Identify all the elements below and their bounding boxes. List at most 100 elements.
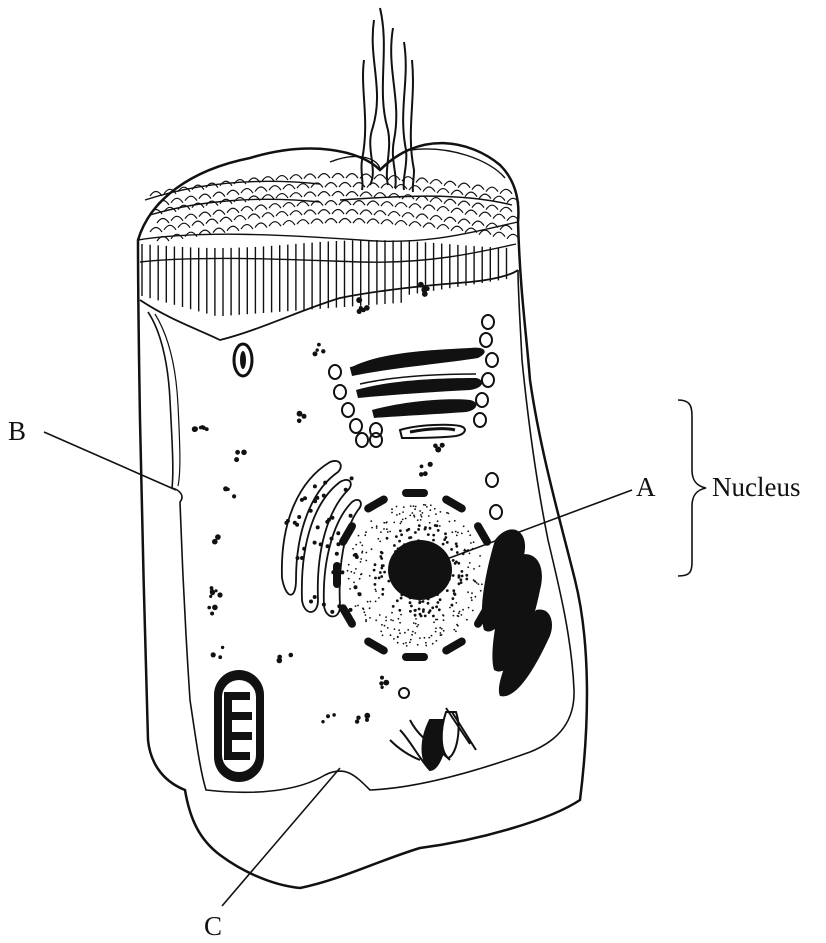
chromatin-dot: [456, 535, 458, 537]
villus-tip: [171, 198, 183, 203]
chromatin-dot: [416, 626, 418, 628]
villus-tip: [150, 228, 162, 233]
villus-tip: [367, 201, 379, 206]
villus-tip: [157, 219, 169, 224]
chromatin-dot: [460, 578, 463, 581]
leader-line-b: [44, 432, 176, 490]
villus-tip: [437, 189, 449, 194]
rer-ribosome: [336, 531, 340, 535]
villus-tip: [255, 205, 267, 210]
chromatin-dot: [455, 630, 457, 632]
chromatin-dot: [455, 602, 457, 604]
chromatin-dot: [427, 533, 430, 536]
chromatin-dot: [387, 580, 390, 583]
envelope-segment: [333, 562, 341, 588]
villus-tip: [283, 185, 295, 190]
chromatin-dot: [411, 512, 413, 514]
chromatin-dot: [455, 545, 458, 548]
chromatin-dot: [425, 645, 427, 647]
label-b: B: [8, 416, 26, 446]
villus-tip: [458, 219, 470, 224]
chromatin-dot: [378, 597, 380, 599]
chromatin-dot: [417, 624, 419, 626]
villus-tip: [374, 211, 386, 216]
chromatin-dot: [393, 522, 395, 524]
ribosome-dot: [289, 653, 294, 658]
ribosome-dot: [321, 349, 325, 353]
chromatin-dot: [363, 608, 365, 610]
villus-tip: [423, 187, 435, 192]
villus-tip: [416, 214, 428, 219]
envelope-segment: [402, 489, 428, 497]
villus-tip: [493, 214, 505, 219]
ribosome-dot: [202, 426, 206, 430]
rer-ribosome: [313, 499, 317, 503]
chromatin-dot: [437, 529, 440, 532]
vesicle: [334, 385, 346, 399]
chromatin-dot: [469, 534, 471, 536]
ribosome-dot: [365, 718, 369, 722]
chromatin-dot: [467, 530, 469, 532]
chromatin-dot: [413, 505, 415, 507]
chromatin-dot: [461, 570, 464, 573]
rer-ribosome: [330, 610, 334, 614]
chromatin-dot: [454, 593, 457, 596]
chromatin-dot: [397, 636, 399, 638]
villus-tip: [409, 186, 421, 191]
mitochondria-right: [482, 529, 552, 696]
villus-tip: [276, 194, 288, 199]
chromatin-dot: [360, 558, 362, 560]
chromatin-dot: [415, 618, 417, 620]
chromatin-dot: [436, 640, 438, 642]
rer-ribosome: [296, 556, 300, 560]
villus-tip: [360, 192, 372, 197]
villus-tip: [290, 175, 302, 180]
chromatin-dot: [463, 525, 465, 527]
chromatin-dot: [399, 632, 401, 634]
villus-tip: [332, 174, 344, 179]
chromatin-dot: [400, 523, 402, 525]
villus-tip: [423, 223, 435, 228]
villus-tip: [437, 207, 449, 212]
chromatin-dot: [375, 601, 377, 603]
ribosome-dot: [207, 606, 211, 610]
chromatin-dot: [451, 604, 454, 607]
villus-tip: [185, 196, 197, 201]
chromatin-dot: [432, 643, 434, 645]
villus-tip: [381, 202, 393, 207]
villus-tip: [297, 184, 309, 189]
chromatin-dot: [452, 574, 455, 577]
chromatin-dot: [383, 522, 385, 524]
chromatin-dot: [410, 505, 412, 507]
chromatin-dot: [384, 625, 386, 627]
chromatin-dot: [365, 614, 367, 616]
ribosome-dot: [212, 539, 218, 545]
villus-tip: [395, 203, 407, 208]
chromatin-dot: [428, 611, 431, 614]
centrioles: [390, 688, 476, 770]
envelope-segment: [338, 603, 358, 630]
chromatin-dot: [385, 616, 387, 618]
villus-tip: [199, 194, 211, 199]
vesicles: [329, 315, 502, 519]
ribosome-dot: [425, 287, 430, 292]
chromatin-dot: [400, 533, 403, 536]
chromatin-dot: [420, 519, 422, 521]
chromatin-dot: [380, 575, 383, 578]
villus-tip: [500, 189, 512, 194]
chromatin-dot: [428, 515, 430, 517]
villus-tip: [178, 223, 190, 228]
villus-tip: [353, 201, 365, 206]
chromatin-dot: [455, 531, 457, 533]
villus-tip: [493, 232, 505, 237]
villus-tip: [395, 185, 407, 190]
villus-tip: [276, 176, 288, 181]
chromatin-dot: [365, 531, 367, 533]
chromatin-dot: [451, 531, 453, 533]
chromatin-dot: [385, 620, 387, 622]
rer-ribosome: [330, 537, 334, 541]
villus-tip: [220, 217, 232, 222]
chromatin-dot: [359, 594, 361, 596]
chromatin-dot: [458, 615, 460, 617]
